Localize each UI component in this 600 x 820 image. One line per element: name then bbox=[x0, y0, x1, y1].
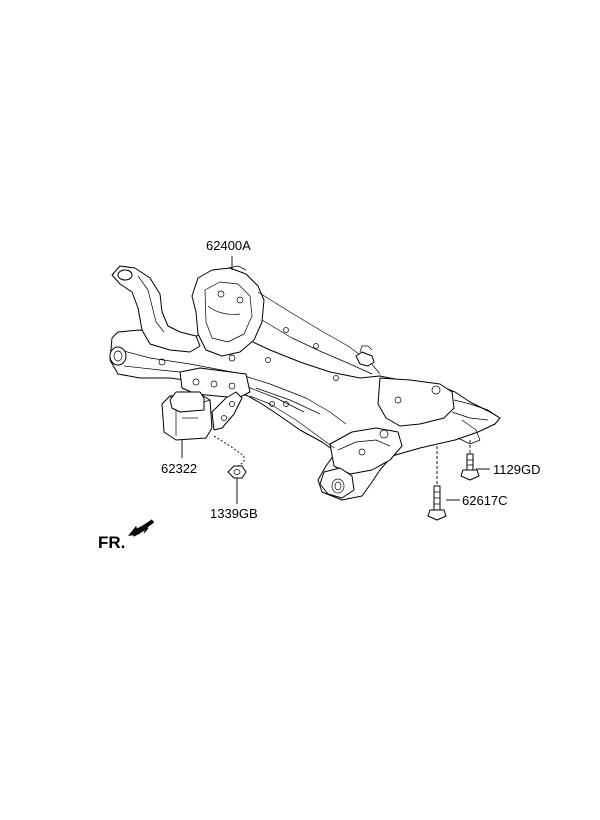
arrow-down-left-icon bbox=[128, 519, 155, 537]
label-62617c: 62617C bbox=[462, 493, 508, 508]
leader-lines bbox=[181, 256, 490, 504]
label-1339gb: 1339GB bbox=[210, 506, 258, 521]
bolt-long-drawing bbox=[427, 485, 447, 521]
direction-indicator: FR. bbox=[98, 519, 155, 552]
direction-label: FR. bbox=[98, 533, 125, 552]
nut-drawing bbox=[227, 465, 247, 479]
label-1129gd: 1129GD bbox=[493, 462, 540, 477]
mount-drawing bbox=[161, 391, 243, 441]
label-62322: 62322 bbox=[161, 461, 197, 476]
bolt-short-drawing bbox=[460, 453, 480, 481]
label-62400a: 62400A bbox=[206, 238, 251, 253]
subframe-drawing bbox=[109, 265, 501, 501]
